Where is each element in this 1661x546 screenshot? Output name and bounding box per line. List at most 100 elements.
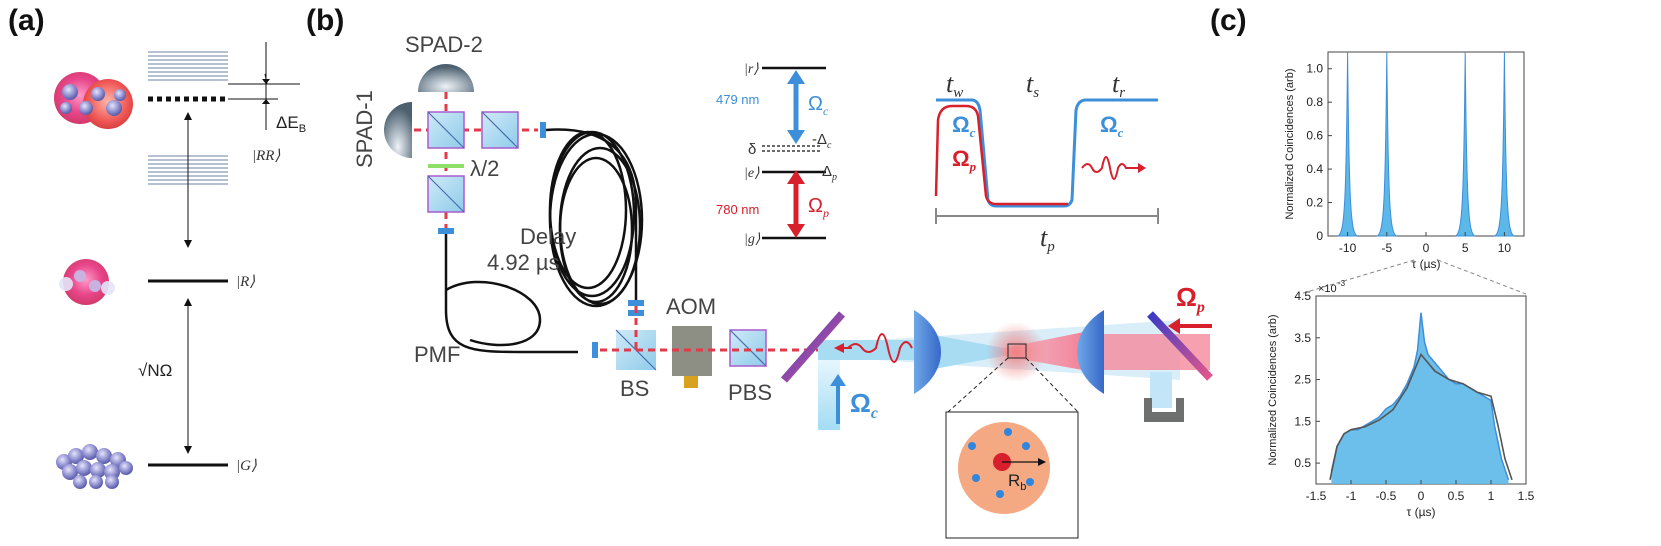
bottom-x-tick-label-4: 0.5 bbox=[1448, 489, 1465, 503]
rydberg-atom-icon bbox=[59, 259, 115, 305]
top-x-tick-label-2: 0 bbox=[1423, 241, 1430, 255]
coupler-bs-top bbox=[628, 300, 644, 306]
level-r: |r⟩ bbox=[744, 62, 759, 77]
bottom-x-tick-label-3: 0 bbox=[1418, 489, 1425, 503]
bs-label: BS bbox=[620, 376, 649, 401]
spad1-label: SPAD-1 bbox=[352, 90, 377, 168]
bottom-x-tick-label-6: 1.5 bbox=[1518, 489, 1535, 503]
panel-label-a: (a) bbox=[8, 4, 45, 37]
zoom-region-marker bbox=[1007, 343, 1027, 359]
tp-label: tp bbox=[1040, 223, 1055, 255]
bottom-x-tick-label-0: -1.5 bbox=[1306, 489, 1327, 503]
top-y-tick-label-5: 1.0 bbox=[1306, 62, 1323, 76]
top-chart-peak-3 bbox=[1494, 51, 1515, 237]
cube-lower-left bbox=[427, 175, 465, 213]
omega-p-write-label: Ωp bbox=[952, 146, 977, 174]
top-y-tick-label-0: 0 bbox=[1316, 229, 1323, 243]
top-y-tick-label-4: 0.8 bbox=[1306, 95, 1323, 109]
spad2-label: SPAD-2 bbox=[405, 32, 483, 57]
rydberg-manifold-upper bbox=[148, 51, 228, 81]
rr-state-label: |RR⟩ bbox=[252, 148, 280, 164]
pbs-cube bbox=[729, 329, 767, 367]
top-chart-peak-2 bbox=[1454, 51, 1476, 237]
delay-label: Delay bbox=[520, 224, 576, 249]
bottom-x-tick-label-2: -0.5 bbox=[1376, 489, 1397, 503]
top-x-tick-label-3: 5 bbox=[1462, 241, 1469, 255]
mirror-left bbox=[780, 311, 846, 383]
top-x-tick-label-4: 10 bbox=[1498, 241, 1512, 255]
top-y-axis-label: Normalized Coincidences (arb) bbox=[1284, 68, 1296, 219]
bottom-x-tick-label-5: 1 bbox=[1488, 489, 1495, 503]
zoom-line-right bbox=[1437, 259, 1527, 295]
coupler-pmf-top bbox=[438, 228, 454, 234]
cube-top-right bbox=[481, 111, 519, 149]
timing-diagram: tw ts tr Ωc Ωp Ωc tp bbox=[934, 69, 1159, 255]
zoom-line-left bbox=[1299, 259, 1415, 295]
top-x-tick-label-0: -10 bbox=[1339, 241, 1357, 255]
top-y-tick-label-1: 0.2 bbox=[1306, 196, 1323, 210]
top-x-axis-label: τ (µs) bbox=[1412, 257, 1441, 271]
delta-label: δ bbox=[748, 141, 756, 158]
pmf-fiber bbox=[444, 234, 578, 354]
spad1-detector-icon bbox=[384, 102, 412, 158]
bottom-y-tick-label-1: 1.5 bbox=[1294, 414, 1311, 428]
top-chart-frame bbox=[1327, 51, 1525, 237]
top-x-tick-label-1: -5 bbox=[1381, 241, 1392, 255]
lens-left bbox=[914, 310, 941, 394]
lens-right bbox=[1077, 310, 1104, 394]
panel-label-c: (c) bbox=[1210, 4, 1247, 37]
omega-p-beam-label: Ωp bbox=[1176, 282, 1205, 316]
omega-c-level-label: Ωc bbox=[808, 93, 829, 118]
omega-c-read-label: Ωc bbox=[1100, 112, 1124, 140]
omega-p-level-label: Ωp bbox=[808, 195, 829, 220]
bottom-y-tick-label-0: 0.5 bbox=[1294, 456, 1311, 470]
surrounding-atoms bbox=[968, 428, 1034, 498]
top-chart-peak-1 bbox=[1376, 51, 1398, 237]
bottom-chart-area bbox=[1331, 312, 1509, 484]
level-g: |g⟩ bbox=[744, 232, 761, 247]
top-y-tick-label-3: 0.6 bbox=[1306, 129, 1323, 143]
coupling-label: √NΩ bbox=[138, 361, 172, 380]
photon-wavepacket-icon bbox=[847, 333, 913, 363]
ground-ensemble-icon bbox=[56, 444, 133, 489]
cube-top-left bbox=[427, 111, 465, 149]
bottom-chart-fit-line bbox=[1329, 352, 1513, 481]
panel-a: ΔEB |RR⟩ |R⟩ √NΩ bbox=[54, 42, 306, 489]
rb-label: Rb bbox=[1008, 471, 1026, 493]
level-diagram: |r⟩ |e⟩ |g⟩ δ -Δc Δp 479 nm Ωc 780 nm Ωp bbox=[716, 62, 837, 247]
coupler-delay-top bbox=[540, 122, 546, 138]
wavelength-p: 780 nm bbox=[716, 202, 759, 217]
bottom-exponent-power: -3 bbox=[1338, 279, 1346, 288]
panel-b: SPAD-2 SPAD-1 λ/2 bbox=[352, 32, 1213, 539]
dimer-atom-icon bbox=[54, 72, 133, 129]
level-e: |e⟩ bbox=[744, 166, 760, 181]
omega-c-write-label: Ωc bbox=[952, 112, 976, 140]
bottom-y-tick-label-2: 2.5 bbox=[1294, 373, 1311, 387]
aom-label: AOM bbox=[666, 294, 716, 319]
tr-label: tr bbox=[1112, 69, 1125, 101]
panel-label-b: (b) bbox=[306, 4, 345, 37]
coupler-bs-left bbox=[592, 342, 598, 358]
neg-delta-c-label: -Δc bbox=[812, 131, 832, 151]
g-state-label: |G⟩ bbox=[236, 458, 257, 474]
mirror-right bbox=[1147, 311, 1213, 381]
bottom-exponent-label: ×10 bbox=[1318, 283, 1337, 295]
delay-value: 4.92 µs bbox=[487, 250, 560, 275]
bottom-y-axis-label: Normalized Coincidences (arb) bbox=[1267, 314, 1279, 465]
beam-dump-icon bbox=[1144, 398, 1184, 422]
halfwave-label: λ/2 bbox=[470, 156, 499, 181]
r-state-label: |R⟩ bbox=[236, 274, 255, 290]
tw-label: tw bbox=[946, 69, 963, 101]
ts-label: ts bbox=[1026, 69, 1039, 101]
omega-c-beam-label: Ωc bbox=[850, 388, 878, 422]
pbs-label: PBS bbox=[728, 380, 772, 405]
delay-fiber-coil bbox=[545, 128, 644, 308]
bottom-y-tick-label-3: 3.5 bbox=[1294, 331, 1311, 345]
top-chart-peak-0 bbox=[1337, 51, 1358, 237]
bottom-y-tick-label-4: 4.5 bbox=[1294, 289, 1311, 303]
bottom-x-tick-label-1: -1 bbox=[1346, 489, 1357, 503]
pmf-label: PMF bbox=[414, 342, 460, 367]
spad2-detector-icon bbox=[418, 64, 474, 92]
